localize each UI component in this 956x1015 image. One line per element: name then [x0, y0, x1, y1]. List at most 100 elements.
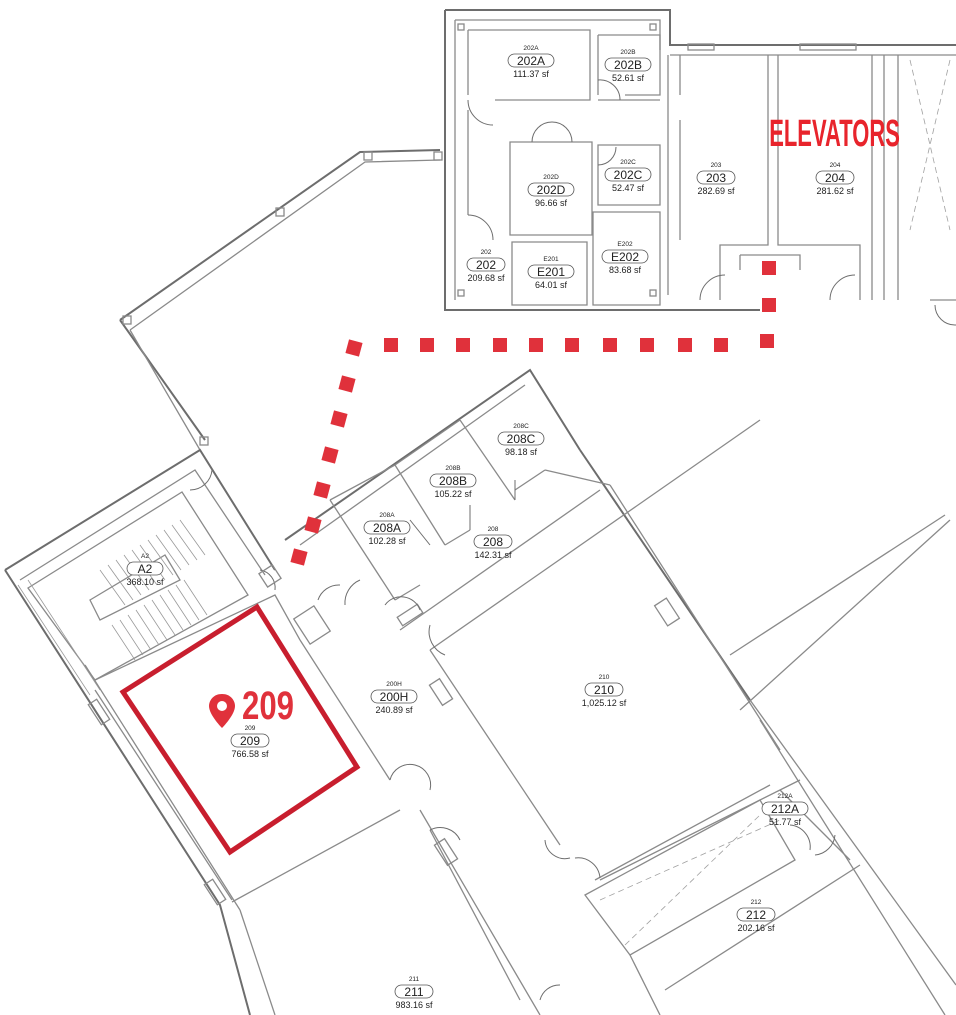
room-name: 209	[240, 734, 260, 748]
exterior-curtain-wall	[119, 149, 443, 451]
room-name: 210	[594, 683, 614, 697]
route-dot	[313, 481, 331, 499]
room-tag: 202B	[620, 49, 635, 56]
room-name-pill	[126, 561, 164, 576]
room-name: 202D	[537, 183, 566, 197]
route-dot	[678, 338, 692, 352]
route-dot	[565, 338, 579, 352]
room-name: 204	[825, 171, 845, 185]
route-dot	[762, 298, 776, 312]
room-name: 200H	[380, 690, 409, 704]
room-name: 208B	[439, 474, 467, 488]
room-tag: 203	[711, 162, 722, 169]
room-tag: 211	[409, 976, 420, 983]
room-name-pill	[370, 689, 418, 704]
room-tag: 202	[481, 249, 492, 256]
room-name: 208	[483, 535, 503, 549]
room-tag: 200H	[386, 681, 402, 688]
room-area: 64.01 sf	[535, 280, 568, 290]
room-area: 142.31 sf	[474, 550, 512, 560]
room-name-pill	[230, 733, 270, 748]
room-tag: 202A	[523, 45, 539, 52]
route-path	[290, 261, 776, 566]
room-area: 766.58 sf	[231, 749, 269, 759]
room-area: 240.89 sf	[375, 705, 413, 715]
room-name: 203	[706, 171, 726, 185]
room-area: 281.62 sf	[816, 186, 854, 196]
room-tag: 208C	[513, 423, 529, 430]
route-dot	[493, 338, 507, 352]
room-name-pill	[815, 170, 855, 185]
room-name-pill	[429, 473, 477, 488]
room-name-pill	[604, 57, 652, 72]
room-name: 208A	[373, 521, 401, 535]
room-tag: 202D	[543, 174, 559, 181]
room-area: 96.66 sf	[535, 198, 568, 208]
route-dot	[290, 548, 308, 566]
route-dot	[760, 334, 774, 348]
room-name-pill	[761, 801, 809, 816]
room-tag: 210	[599, 674, 610, 681]
room-name: 208C	[507, 432, 536, 446]
room-name: 212	[746, 908, 766, 922]
room-area: 111.37 sf	[513, 69, 549, 79]
room-area: 52.61 sf	[612, 73, 645, 83]
room-area: 105.22 sf	[434, 489, 472, 499]
route-dot	[304, 516, 322, 534]
room-area: 52.47 sf	[612, 183, 645, 193]
room-tag: 212	[751, 899, 762, 906]
room-name-pill	[363, 520, 411, 535]
room-name-pill	[696, 170, 736, 185]
upper-building-walls	[444, 9, 956, 326]
room-name: 202A	[517, 54, 545, 68]
room-name: 202	[476, 258, 496, 272]
room-name: 202B	[614, 58, 642, 72]
room-area: 98.18 sf	[505, 447, 538, 457]
route-dot	[603, 338, 617, 352]
room-name: E201	[537, 265, 565, 279]
route-dot	[640, 338, 654, 352]
room-name-pill	[601, 249, 649, 264]
route-dot	[345, 339, 363, 357]
room-tag: 209	[245, 725, 256, 732]
route-dot	[714, 338, 728, 352]
room-name: 212A	[771, 802, 799, 816]
highlight-room-209[interactable]: 209	[119, 603, 361, 856]
room-area: 202.16 sf	[737, 923, 775, 933]
highlight-outline	[119, 603, 361, 856]
room-tag: A2	[141, 553, 149, 560]
room-name: 211	[404, 985, 423, 999]
map-pin-icon	[209, 694, 235, 728]
room-name-pill	[527, 264, 575, 279]
room-tag: 208A	[379, 512, 395, 519]
room-area: 1,025.12 sf	[582, 698, 627, 708]
room-area: 51.77 sf	[769, 817, 802, 827]
room-name-pill	[736, 907, 776, 922]
route-dot	[456, 338, 470, 352]
room-name: 202C	[614, 168, 643, 182]
room-area: 368.10 sf	[126, 577, 164, 587]
route-dot	[338, 375, 356, 393]
room-name-pill	[584, 682, 624, 697]
highlight-room-number: 209	[242, 684, 294, 728]
room-area: 983.16 sf	[395, 1000, 433, 1010]
